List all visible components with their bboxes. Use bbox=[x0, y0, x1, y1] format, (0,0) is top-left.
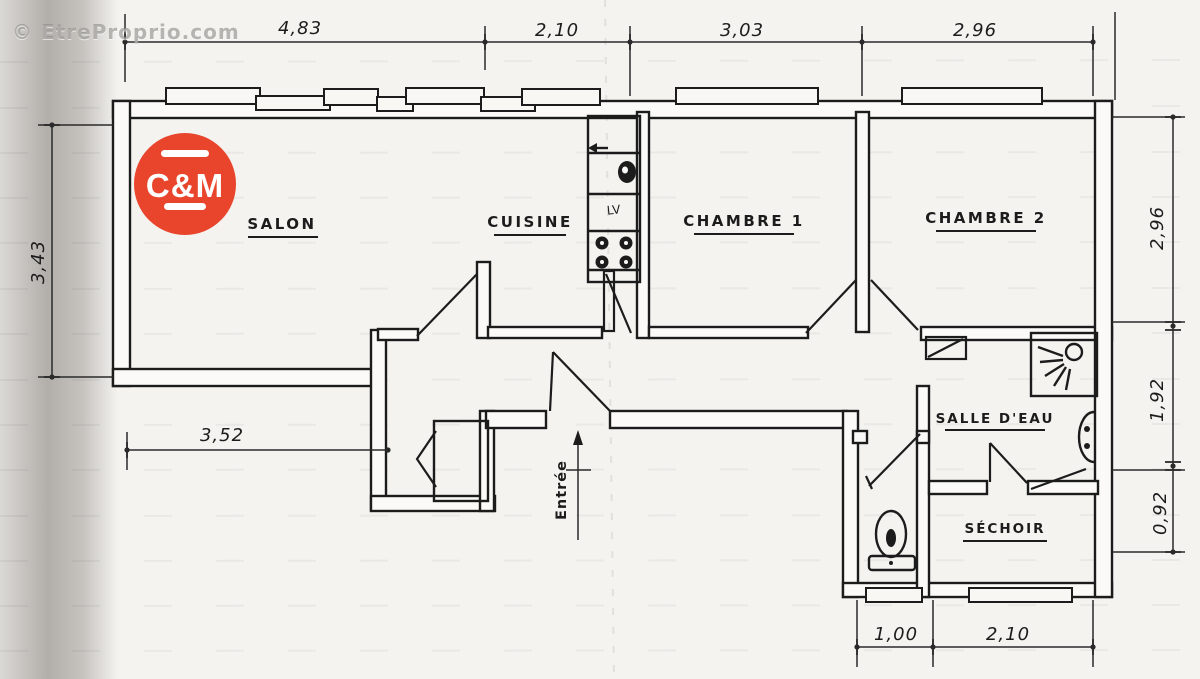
porch-steps bbox=[432, 419, 490, 503]
window-sechoir-bottom bbox=[968, 587, 1073, 603]
wall-porch-left bbox=[369, 328, 388, 512]
room-label-chambre1: CHAMBRE 1 bbox=[683, 212, 805, 230]
wall-hall-bottom-2 bbox=[608, 409, 849, 430]
room-label-entree: Entrée bbox=[554, 460, 570, 520]
room-label-salle-deau: SALLE D'EAU bbox=[936, 411, 1055, 427]
wall-wc-door-jamb-right bbox=[915, 429, 931, 445]
door-swing-salledeau bbox=[927, 338, 964, 358]
vent-arrow-head bbox=[588, 143, 597, 153]
door-swing-entree bbox=[552, 351, 611, 412]
shower-spray bbox=[1037, 345, 1072, 391]
wall-sechoir-top-1 bbox=[927, 479, 989, 496]
sink-drain bbox=[622, 166, 628, 174]
doors bbox=[416, 269, 1087, 491]
dimension-lines bbox=[38, 12, 1185, 667]
dim-top-4: 2,96 bbox=[953, 20, 997, 41]
top-ticks bbox=[122, 34, 1096, 50]
logo-cm: C&M bbox=[134, 133, 236, 235]
door-swing-sechoir bbox=[989, 442, 1028, 484]
logo-bar-bottom bbox=[164, 203, 206, 210]
entry-porch bbox=[415, 419, 591, 540]
wall-sechoir-top-2 bbox=[1026, 479, 1100, 496]
dim-top-2: 2,10 bbox=[535, 20, 579, 41]
wall-hall-top-2 bbox=[647, 325, 810, 340]
kitchen-counter bbox=[586, 114, 642, 284]
room-label-salon: SALON bbox=[247, 215, 316, 233]
door-swing-wc bbox=[868, 433, 921, 487]
window-cuisine-3 bbox=[521, 88, 601, 106]
door-swing-chambre1 bbox=[805, 279, 857, 334]
logo-circle bbox=[134, 133, 236, 235]
door-swing-chambre2 bbox=[870, 279, 919, 331]
wall-hall-top-1 bbox=[486, 325, 604, 340]
wall-left bbox=[111, 99, 132, 388]
room-label-cuisine: CUISINE bbox=[487, 213, 572, 231]
dim-top-1: 4,83 bbox=[278, 18, 322, 39]
window-cuisine-1 bbox=[405, 87, 485, 105]
door-leaf-end-wc bbox=[865, 475, 873, 490]
dim-top-3: 3,03 bbox=[720, 20, 764, 41]
dim-right-1: 2,96 bbox=[1147, 206, 1168, 250]
bathroom-fixtures bbox=[867, 331, 1099, 572]
shower-icon bbox=[1029, 331, 1099, 398]
logo-text: C&M bbox=[146, 167, 224, 204]
window-chambre1 bbox=[675, 87, 819, 105]
label-lave-vaisselle: LV bbox=[606, 202, 622, 217]
stove-icon bbox=[595, 236, 633, 269]
counter-outline bbox=[586, 114, 642, 284]
dim-right-3: 0,92 bbox=[1150, 491, 1171, 535]
right-ticks bbox=[1165, 114, 1181, 555]
shower-head bbox=[1064, 342, 1084, 362]
window-salon-2 bbox=[255, 95, 331, 111]
wall-salon-bottom bbox=[111, 367, 378, 388]
dim-bottom-left-1: 3,52 bbox=[200, 425, 244, 446]
toilet-icon bbox=[867, 509, 917, 572]
dim-right-2: 1,92 bbox=[1147, 378, 1168, 422]
scan-shadow bbox=[0, 0, 118, 679]
window-wc-bottom bbox=[865, 587, 923, 603]
logo-bar-top bbox=[161, 150, 209, 157]
door-leaf-salledeau bbox=[924, 335, 968, 361]
dimension-labels: 4,83 2,10 3,03 2,96 3,43 2,96 1,92 0,92 … bbox=[28, 18, 1171, 645]
wall-salon-cuisine-stub bbox=[475, 260, 492, 340]
dim-left-1: 3,43 bbox=[28, 240, 49, 284]
bottom-right-ticks bbox=[854, 639, 1096, 655]
door-leaf-entree bbox=[548, 351, 555, 412]
wall-salon-door-stub bbox=[376, 327, 420, 342]
wall-right bbox=[1093, 99, 1114, 599]
dim-bottom-right-2: 2,10 bbox=[986, 624, 1030, 645]
windows bbox=[165, 87, 1073, 603]
watermark: © EtreProprio.com bbox=[12, 20, 240, 44]
wall-wc-door-jamb bbox=[851, 429, 869, 445]
room-label-chambre2: CHAMBRE 2 bbox=[925, 209, 1047, 227]
window-chambre2 bbox=[901, 87, 1043, 105]
wall-cuisine-chambre1 bbox=[635, 110, 651, 340]
door-swing-sechoir-2 bbox=[1030, 467, 1087, 491]
wall-chambre1-chambre2 bbox=[854, 110, 871, 334]
window-salon-3 bbox=[323, 88, 379, 106]
room-label-sechoir: SÉCHOIR bbox=[964, 520, 1045, 537]
wall-wc-salledeau bbox=[915, 384, 931, 599]
entree-arrow-head bbox=[573, 430, 583, 445]
window-salon-1 bbox=[165, 87, 261, 105]
steps-direction-mark bbox=[415, 430, 437, 488]
dim-bottom-right-1: 1,00 bbox=[874, 624, 918, 645]
door-swing-cuisine bbox=[604, 273, 633, 334]
washbasin-icon bbox=[1077, 410, 1095, 464]
wall-hall-bottom-1 bbox=[484, 409, 548, 430]
walls bbox=[111, 99, 1114, 599]
room-labels: SALON CUISINE CHAMBRE 1 CHAMBRE 2 SALLE … bbox=[247, 202, 1055, 542]
door-swing-salon bbox=[416, 273, 478, 337]
